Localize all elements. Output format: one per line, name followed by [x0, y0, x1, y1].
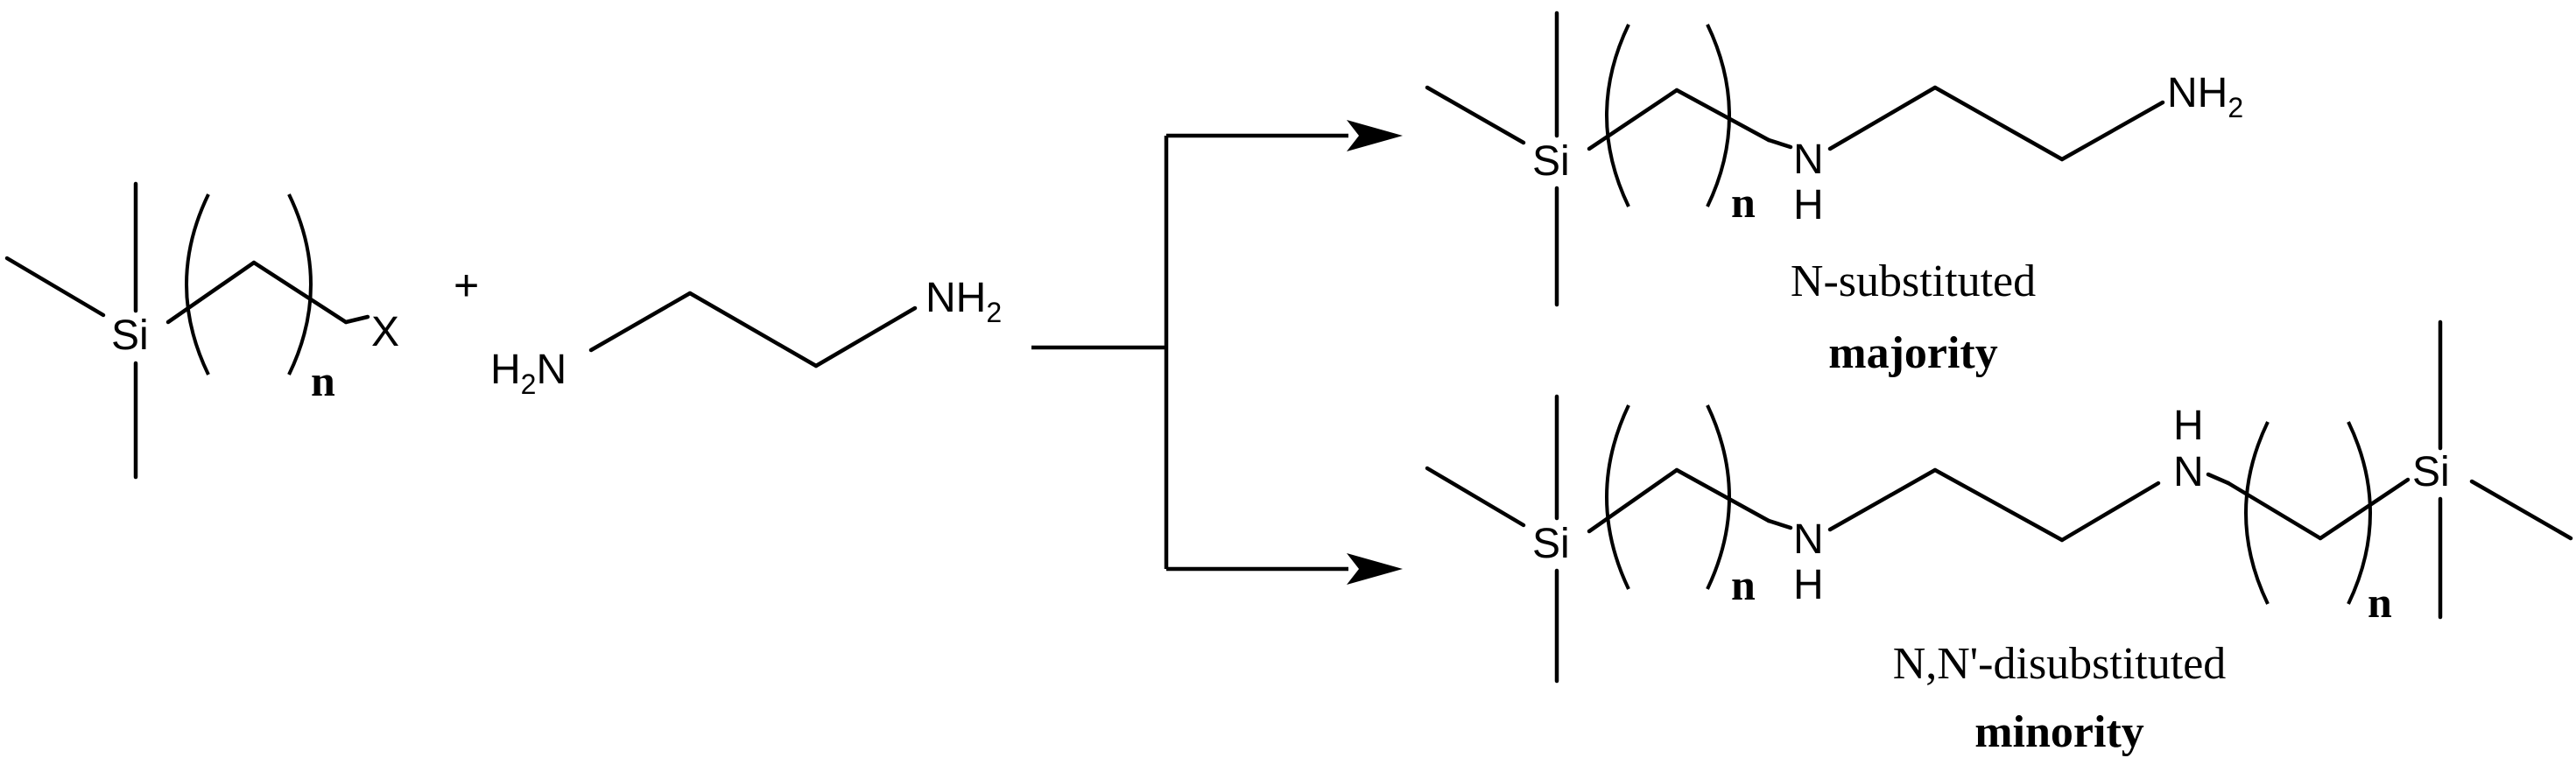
arrow-top-head — [1347, 120, 1403, 151]
minor-repeat-close-paren-right — [2347, 421, 2372, 605]
halide-atom: X — [371, 309, 399, 355]
major-product-amount: majority — [1828, 328, 1997, 378]
major-product-caption: N-substituted — [1791, 256, 2036, 306]
minor-diamine-bond-1 — [1827, 467, 1938, 532]
minor-diamine-bond-2 — [1932, 467, 2065, 543]
minor-silicon-atom-left: Si — [1532, 521, 1570, 567]
major-diamine-bond-1 — [1827, 85, 1938, 151]
diamine-bond-2 — [687, 291, 819, 368]
major-diamine-bond-2 — [1932, 85, 2065, 162]
amine-right-label: NH2 — [926, 275, 1002, 328]
major-nh-h-atom: H — [1793, 182, 1824, 228]
reaction-arrows — [1031, 120, 1403, 585]
minor-nh-right-h-atom: H — [2173, 403, 2204, 449]
minor-chain-bond-4 — [2206, 472, 2231, 486]
methyl-bond-left — [4, 256, 106, 318]
minor-methyl-bond-left — [1425, 466, 1526, 528]
arrow-bottom-head — [1347, 553, 1403, 585]
chain-bond-1 — [165, 260, 257, 325]
minor-chain-bond-1 — [1587, 467, 1679, 534]
minor-nh-right-n-atom: N — [2173, 449, 2204, 495]
major-repeat-open-paren — [1605, 24, 1630, 207]
minor-nh-left-n-atom: N — [1793, 516, 1824, 563]
minor-repeat-close-paren-left — [1706, 404, 1731, 590]
minor-product-caption: N,N'-disubstituted — [1893, 639, 2227, 689]
minor-repeat-count-right: n — [2368, 578, 2392, 627]
repeat-close-paren — [287, 193, 313, 375]
minor-silicon-atom-right: Si — [2412, 449, 2450, 495]
product-minor: Si n N H H N n Si N,N'-disubstituted min… — [1425, 319, 2573, 757]
minor-diamine-bond-3 — [2059, 481, 2161, 543]
major-chain-bond-3 — [1766, 137, 1793, 150]
minor-repeat-count-left: n — [1731, 560, 1756, 609]
chain-bond-3 — [343, 314, 370, 325]
minor-repeat-open-paren-right — [2244, 421, 2270, 605]
chain-bond-2 — [251, 260, 348, 325]
minor-methyl-bond-right-side — [2469, 479, 2573, 541]
major-nh-n-atom: N — [1793, 137, 1824, 183]
plus-sign: + — [454, 261, 479, 310]
minor-chain-bond-6 — [2318, 477, 2411, 541]
minor-nh-left-h-atom: H — [1793, 562, 1824, 608]
diamine-bond-1 — [588, 291, 693, 353]
reactant-silyl-halide: Si n X — [4, 181, 399, 480]
diamine-bond-3 — [813, 305, 918, 368]
major-diamine-bond-3 — [2059, 100, 2165, 162]
minor-chain-bond-3 — [1766, 518, 1793, 530]
major-silicon-atom: Si — [1532, 138, 1570, 185]
major-methyl-bond-left — [1425, 85, 1526, 145]
product-major: Si n N H NH2 N-substituted majority — [1425, 11, 2243, 378]
major-repeat-close-paren — [1706, 24, 1731, 207]
repeat-count: n — [311, 356, 335, 405]
silicon-atom: Si — [111, 312, 149, 359]
minor-chain-bond-5 — [2226, 481, 2323, 541]
minor-repeat-open-paren-left — [1605, 404, 1630, 590]
major-chain-bond-2 — [1674, 88, 1771, 143]
amine-left-label: H2N — [490, 347, 567, 400]
reactant-ethylenediamine: H2N NH2 — [490, 275, 1002, 400]
minor-product-amount: minority — [1974, 707, 2144, 757]
repeat-open-paren — [185, 193, 210, 375]
major-repeat-count: n — [1731, 178, 1756, 227]
minor-chain-bond-2 — [1674, 467, 1771, 523]
major-terminal-amine: NH2 — [2167, 70, 2243, 123]
major-chain-bond-1 — [1587, 88, 1679, 151]
